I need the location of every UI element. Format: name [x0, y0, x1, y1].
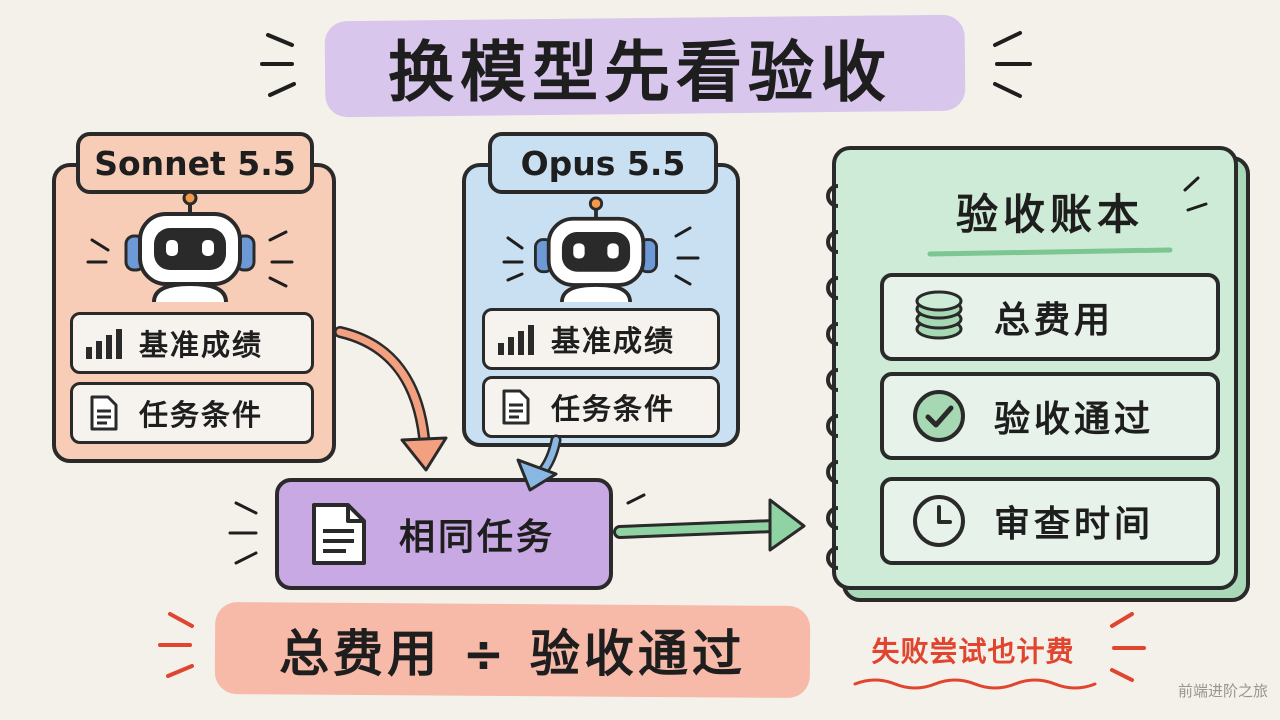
review-time-label: 审查时间 — [994, 504, 1155, 545]
ledger-title-underline — [927, 247, 1173, 257]
sonnet-benchmark-row: 基准成绩 — [70, 312, 314, 374]
ledger-row-review-time: 审查时间 — [880, 477, 1220, 565]
sonnet-arrow — [336, 328, 429, 452]
page-title: 换模型先看验收 — [388, 34, 892, 111]
robot-icon — [524, 196, 668, 303]
ledger-arrowhead — [768, 498, 806, 552]
ledger-row-total-cost: 总费用 — [880, 273, 1220, 361]
opus-arrowhead — [516, 458, 558, 492]
ledger-arrow — [616, 522, 778, 536]
robot-accent-marks — [86, 226, 700, 288]
formula-accent-marks — [158, 612, 1146, 682]
failed-attempts-note: 失败尝试也计费 — [871, 635, 1075, 668]
document-icon — [485, 388, 547, 426]
document-icon — [73, 394, 135, 432]
bar-chart-icon — [485, 323, 547, 355]
note-wavy-underline — [853, 678, 1097, 690]
ledger-title: 验收账本 — [955, 189, 1144, 239]
benchmark-label: 基准成绩 — [551, 324, 676, 358]
benchmark-label: 基准成绩 — [139, 328, 264, 362]
sonnet-arrowhead — [400, 436, 448, 472]
task-conditions-label: 任务条件 — [551, 392, 676, 426]
title-accent-marks — [260, 31, 1032, 98]
ledger-accent-marks — [1183, 176, 1208, 212]
bar-chart-icon — [73, 327, 135, 359]
robot-icon — [118, 190, 262, 303]
opus-task-conditions-row: 任务条件 — [482, 376, 720, 438]
opus-arrow — [539, 437, 559, 475]
same-task-label: 相同任务 — [399, 517, 556, 558]
total-cost-label: 总费用 — [994, 300, 1115, 341]
same-task-box: 相同任务 — [275, 478, 613, 590]
opus-benchmark-row: 基准成绩 — [482, 308, 720, 370]
sonnet-task-conditions-row: 任务条件 — [70, 382, 314, 444]
cost-formula: 总费用 ÷ 验收通过 — [279, 625, 746, 683]
acceptance-pass-label: 验收通过 — [994, 399, 1155, 440]
coin-stack-icon — [884, 289, 994, 345]
document-icon — [279, 501, 399, 567]
clock-icon — [884, 492, 994, 550]
spiral-binding — [826, 184, 839, 570]
task-conditions-label: 任务条件 — [139, 398, 264, 432]
check-circle-icon — [884, 387, 994, 445]
opus-model-tag: Opus 5.5 — [488, 132, 718, 194]
same-task-accent-marks — [228, 493, 646, 565]
ledger-row-acceptance-pass: 验收通过 — [880, 372, 1220, 460]
watermark: 前端进阶之旅 — [1177, 682, 1268, 700]
sonnet-model-tag: Sonnet 5.5 — [76, 132, 314, 194]
